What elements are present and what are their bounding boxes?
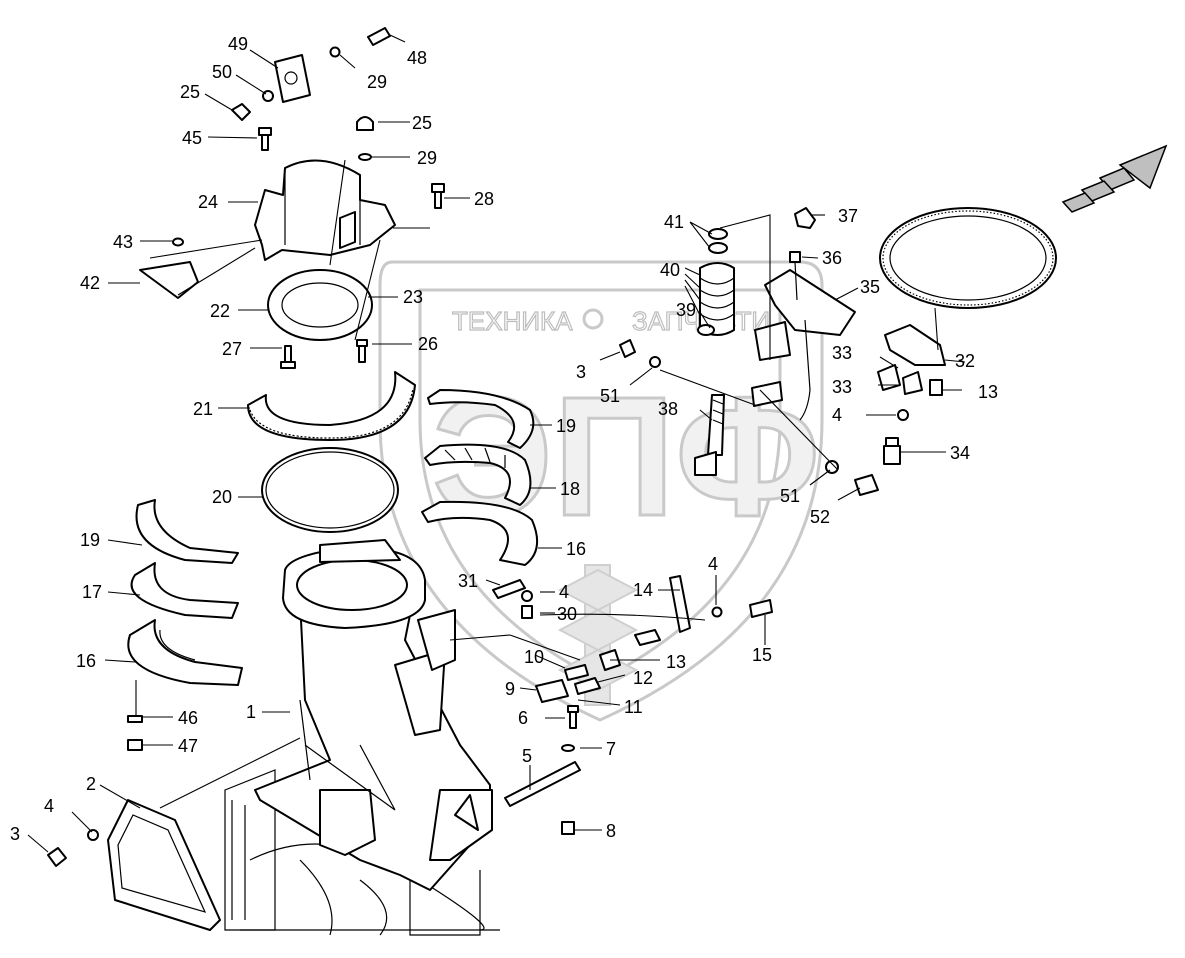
callout-30: 30 [557, 604, 577, 624]
callout-25-top-left: 25 [180, 82, 200, 102]
callout-13-center: 13 [666, 652, 686, 672]
callout-4-right: 4 [832, 405, 842, 425]
callout-34: 34 [950, 443, 970, 463]
callout-27: 27 [222, 339, 242, 359]
callout-51-right: 51 [780, 486, 800, 506]
callout-2: 2 [86, 774, 96, 794]
callout-36: 36 [822, 248, 842, 268]
callout-52: 52 [810, 507, 830, 527]
part-18-ring-right [424, 443, 532, 506]
callout-35: 35 [860, 277, 880, 297]
callout-43: 43 [113, 232, 133, 252]
callout-4-left: 4 [44, 796, 54, 816]
callout-3-left: 3 [10, 824, 20, 844]
linkage-assembly [751, 207, 856, 421]
part-22-ring-plate [267, 269, 373, 341]
callout-11: 11 [624, 697, 643, 717]
part-49-flange-plate [274, 54, 311, 103]
callout-16-right: 16 [566, 539, 586, 559]
watermark-text-left: ТЕХНИКА [452, 306, 573, 336]
spring-assembly [694, 228, 735, 476]
callout-37: 37 [838, 206, 858, 226]
callout-1: 1 [246, 702, 256, 722]
callout-24: 24 [198, 192, 218, 212]
callout-31: 31 [458, 571, 478, 591]
callout-39: 39 [676, 300, 696, 320]
callout-12: 12 [633, 668, 653, 688]
callout-45: 45 [182, 128, 202, 148]
part-16-ring-left [127, 619, 243, 686]
callout-19-left: 19 [80, 530, 100, 550]
callout-18: 18 [560, 479, 580, 499]
part-19-ring-left [135, 499, 239, 564]
callout-46: 46 [178, 708, 198, 728]
callout-50: 50 [212, 62, 232, 82]
callout-48: 48 [407, 48, 427, 68]
part-42-bracket [139, 261, 199, 299]
right-gear-ring [879, 207, 1057, 309]
center-small-parts [47, 575, 773, 867]
watermark-logo-letters: ЭПФ [432, 362, 820, 552]
leader-lines [27, 34, 966, 853]
part-21-ring-gear [247, 371, 416, 441]
callout-28: 28 [474, 189, 494, 209]
callout-10: 10 [524, 647, 544, 667]
callout-labels: 49 50 25 48 29 45 25 29 28 24 43 42 22 2… [10, 34, 998, 844]
callout-23: 23 [403, 287, 423, 307]
callout-6: 6 [518, 708, 528, 728]
right-small-parts [619, 324, 946, 496]
callout-13-right: 13 [978, 382, 998, 402]
callout-17: 17 [82, 582, 102, 602]
part-43-washer [172, 237, 184, 247]
callout-47: 47 [178, 736, 198, 756]
callout-41: 41 [664, 212, 684, 232]
callout-20: 20 [212, 487, 232, 507]
callout-9: 9 [505, 679, 515, 699]
callout-38: 38 [658, 399, 678, 419]
callout-29-top: 29 [367, 72, 387, 92]
callout-42: 42 [80, 273, 100, 293]
callout-29-mid: 29 [417, 148, 437, 168]
callout-40: 40 [660, 260, 680, 280]
callout-5: 5 [522, 746, 532, 766]
callout-15: 15 [752, 645, 772, 665]
callout-33-a: 33 [832, 343, 852, 363]
direction-arrow-icon [1061, 144, 1168, 213]
callout-14: 14 [633, 580, 653, 600]
callout-4-center: 4 [559, 582, 569, 602]
callout-32: 32 [955, 351, 975, 371]
callout-26: 26 [418, 334, 438, 354]
watermark-logo: ТЕХНИКА ЗАПЧАСТИ ЭПФ [378, 260, 824, 722]
callout-16-left: 16 [76, 651, 96, 671]
callout-22: 22 [210, 301, 230, 321]
part-2-side-panel [107, 799, 221, 931]
callout-21: 21 [193, 399, 213, 419]
callout-25-top-right: 25 [412, 113, 432, 133]
callout-19-right: 19 [556, 416, 576, 436]
part-19-ring-right [427, 389, 535, 449]
callout-7: 7 [606, 739, 616, 759]
callout-49: 49 [228, 34, 248, 54]
callout-3-center: 3 [576, 362, 586, 382]
callout-51-center: 51 [600, 386, 620, 406]
part-16-ring-right [421, 500, 539, 566]
part-20-seal-ring [261, 447, 399, 533]
part-24-housing [254, 159, 396, 261]
callout-4-right-center: 4 [708, 554, 718, 574]
part-17-ring-left [130, 562, 239, 619]
callout-33-b: 33 [832, 377, 852, 397]
part-1-tower [254, 539, 493, 891]
callout-8: 8 [606, 821, 616, 841]
